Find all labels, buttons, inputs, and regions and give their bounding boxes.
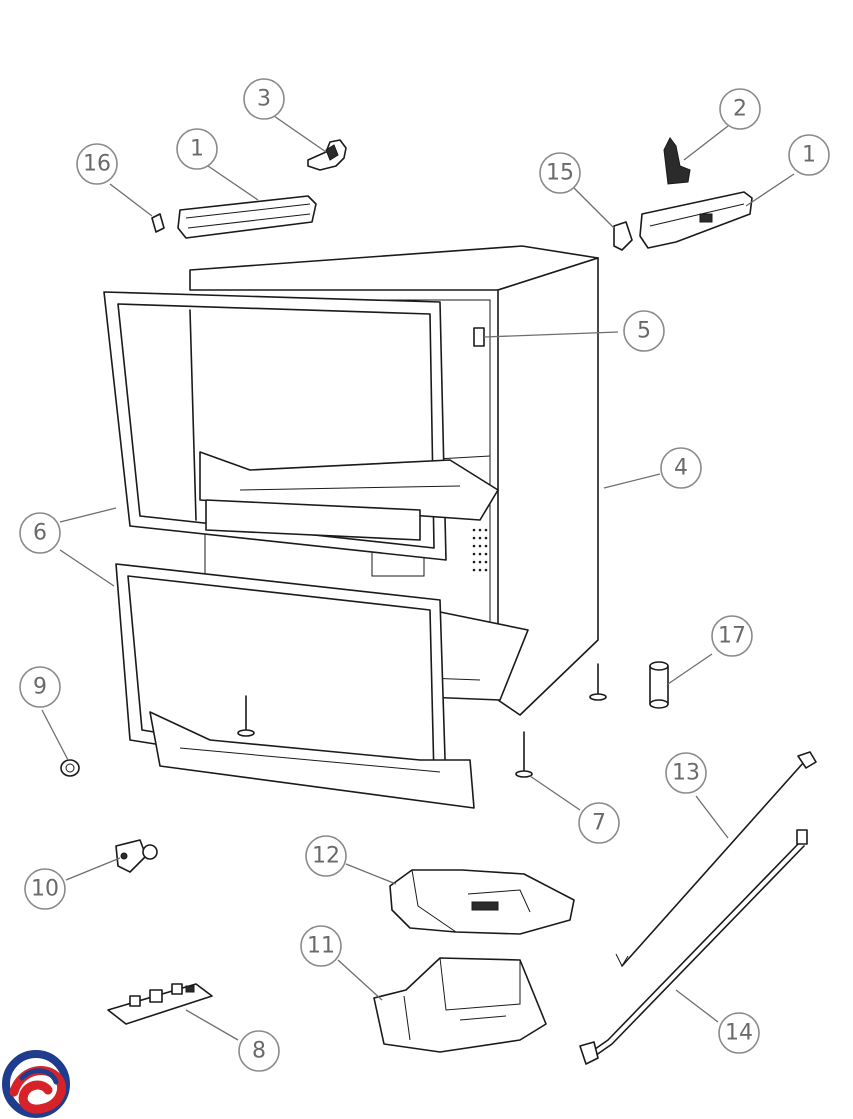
- callout-label: 10: [31, 877, 59, 902]
- callout-6: 6: [19, 512, 61, 554]
- callout-label: 11: [307, 934, 335, 959]
- part-valve-10: [115, 839, 158, 873]
- callout-7: 7: [578, 802, 620, 844]
- part-rail-1-right: [639, 191, 753, 249]
- callout-label: 1: [190, 137, 204, 162]
- part-clip-16: [151, 213, 165, 233]
- callout-13: 13: [665, 752, 707, 794]
- callout-4: 4: [660, 447, 702, 489]
- part-bracket-3: [307, 139, 347, 171]
- part-door-frame-6-upper: [103, 291, 499, 561]
- callout-label: 17: [718, 624, 746, 649]
- callout-label: 2: [733, 97, 747, 122]
- part-base-frame-11: [373, 957, 547, 1053]
- part-clip-15: [613, 221, 633, 251]
- part-legs-7: [237, 663, 607, 778]
- part-cylinder-17: [649, 661, 669, 709]
- callout-1-left: 1: [176, 128, 218, 170]
- part-door-frame-6-lower: [115, 563, 475, 809]
- part-power-cord-13: [615, 751, 817, 967]
- callout-15: 15: [539, 152, 581, 194]
- callout-11: 11: [300, 925, 342, 967]
- vent-perforations: [472, 528, 488, 572]
- callout-1-right: 1: [788, 134, 830, 176]
- callout-label: 6: [33, 521, 47, 546]
- callout-label: 3: [257, 87, 271, 112]
- callout-label: 13: [672, 761, 700, 786]
- callout-label: 12: [312, 844, 340, 869]
- callout-label: 16: [83, 152, 111, 177]
- part-control-board-8: [107, 983, 213, 1025]
- callout-label: 7: [592, 811, 606, 836]
- callout-16: 16: [76, 143, 118, 185]
- callout-8: 8: [238, 1030, 280, 1072]
- callout-5: 5: [623, 310, 665, 352]
- callout-label: 9: [33, 675, 47, 700]
- part-assembly-12: [389, 869, 575, 935]
- part-hinge-2: [663, 137, 691, 185]
- callout-2: 2: [719, 88, 761, 130]
- part-hose-14: [579, 829, 808, 1065]
- callout-label: 5: [637, 319, 651, 344]
- callout-12: 12: [305, 835, 347, 877]
- callout-label: 1: [802, 143, 816, 168]
- callout-10: 10: [24, 868, 66, 910]
- leader-lines: [41, 115, 795, 1041]
- callout-label: 15: [546, 161, 574, 186]
- callout-9: 9: [19, 666, 61, 708]
- callout-17: 17: [711, 615, 753, 657]
- callout-label: 14: [725, 1021, 753, 1046]
- part-clamp-9: [60, 759, 80, 777]
- callout-3: 3: [243, 78, 285, 120]
- callout-14: 14: [718, 1012, 760, 1054]
- callout-label: 8: [252, 1039, 266, 1064]
- part-rail-1-left: [177, 195, 317, 239]
- callout-label: 4: [674, 456, 688, 481]
- brand-swirl-logo-icon: [2, 1050, 70, 1118]
